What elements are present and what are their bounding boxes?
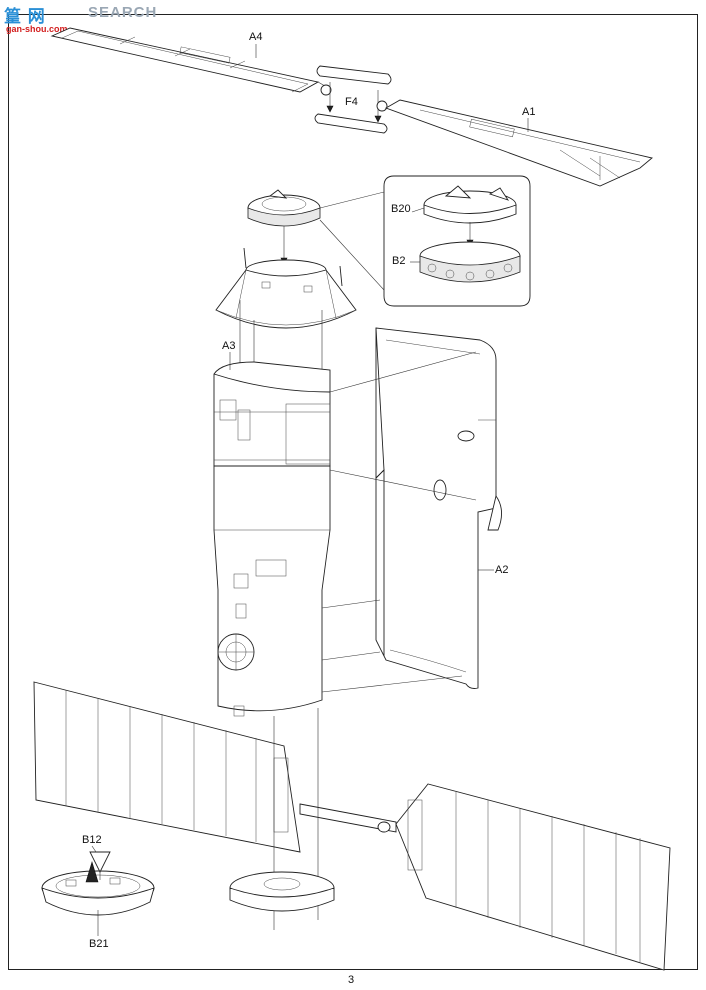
main-body-a3 xyxy=(213,320,331,717)
label-a3: A3 xyxy=(222,340,236,352)
tray-b21 xyxy=(41,860,155,916)
watermark-search-text: SEARCH xyxy=(88,4,158,21)
aft-cap xyxy=(229,871,335,912)
half-shell-a2 xyxy=(321,327,502,693)
watermark-url: gan-shou.com xyxy=(6,24,68,34)
label-a1: A1 xyxy=(522,106,536,118)
page-frame xyxy=(8,14,698,970)
docking-ring-assembly xyxy=(247,189,321,265)
solar-array-left xyxy=(33,681,301,853)
watermark-logo: 篁 网 xyxy=(4,7,46,26)
cone-b12 xyxy=(89,845,111,880)
label-b2: B2 xyxy=(392,255,406,267)
page-number: 3 xyxy=(348,974,355,986)
label-b21: B21 xyxy=(89,938,109,950)
detail-inset xyxy=(319,175,531,307)
label-b12: B12 xyxy=(82,834,102,846)
solar-array-right xyxy=(395,783,671,971)
label-b20: B20 xyxy=(391,203,411,215)
solar-panel-a4 xyxy=(50,27,332,96)
label-a4: A4 xyxy=(249,31,263,43)
forward-cone xyxy=(215,247,357,383)
connector-f4 xyxy=(314,65,392,134)
label-a2: A2 xyxy=(495,564,509,576)
label-f4: F4 xyxy=(345,96,358,108)
solar-panel-a1 xyxy=(376,99,653,187)
